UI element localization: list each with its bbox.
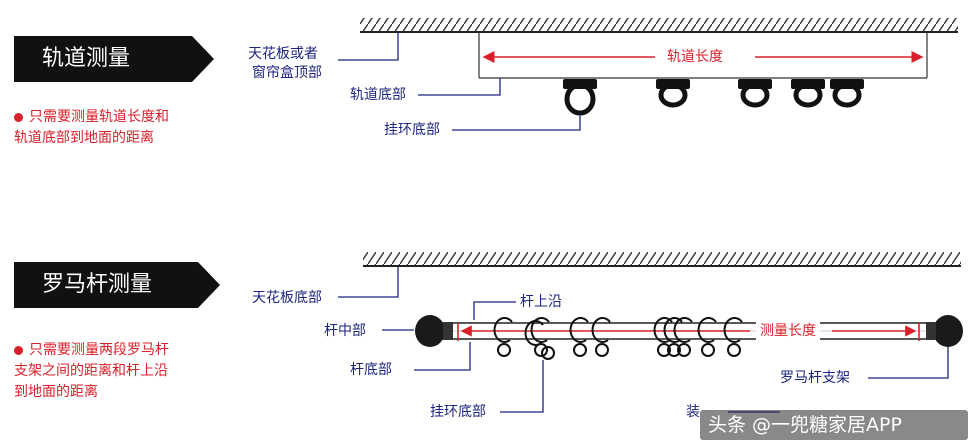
track-note: 只需要测量轨道长度和 轨道底部到地面的距离 bbox=[14, 107, 169, 149]
runner bbox=[830, 79, 864, 108]
runner bbox=[563, 79, 597, 116]
ceiling-2 bbox=[363, 252, 961, 267]
ring bbox=[653, 317, 673, 357]
track-note-line1: 只需要测量轨道长度和 bbox=[29, 109, 169, 125]
rod-note: 只需要测量两段罗马杆 支架之间的距离和杆上沿 到地面的距离 bbox=[14, 340, 169, 403]
runner bbox=[791, 79, 825, 108]
ring bbox=[723, 317, 743, 357]
rod-note-line3: 到地面的距离 bbox=[14, 384, 98, 400]
ring bbox=[524, 320, 555, 360]
label-rod-middle: 杆中部 bbox=[324, 323, 366, 339]
rod-bracket-ticks bbox=[457, 322, 920, 341]
label-rod-top: 杆上沿 bbox=[520, 294, 562, 310]
track-body bbox=[478, 33, 928, 79]
label-hook-bottom: 挂环底部 bbox=[384, 122, 440, 138]
section-title-track: 轨道测量 bbox=[14, 36, 214, 82]
rod-finials bbox=[415, 315, 963, 347]
label-ceiling-line1: 天花板或者 bbox=[248, 46, 318, 62]
label-bracket: 罗马杆支架 bbox=[780, 370, 850, 386]
ring bbox=[591, 317, 611, 357]
rod-note-line1: 只需要测量两段罗马杆 bbox=[29, 342, 169, 358]
bullet-dot bbox=[14, 112, 23, 122]
label-rod-bottom: 杆底部 bbox=[350, 362, 392, 378]
rod-rings bbox=[493, 317, 743, 360]
runner bbox=[656, 79, 690, 108]
bullet-dot bbox=[14, 345, 23, 355]
ring bbox=[663, 317, 683, 357]
watermark: 头条 @一兜糖家居APP bbox=[700, 410, 968, 440]
rod-note-line2: 支架之间的距离和杆上沿 bbox=[14, 363, 168, 379]
label-measure-length: 测量长度 bbox=[756, 322, 820, 340]
label-track-bottom: 轨道底部 bbox=[350, 87, 406, 103]
ceiling-1 bbox=[360, 18, 958, 33]
track-runners bbox=[563, 79, 864, 116]
leader-lines-2 bbox=[338, 267, 949, 413]
section-title-roman-rod: 罗马杆测量 bbox=[14, 262, 220, 308]
label-ring-bottom: 挂环底部 bbox=[430, 404, 486, 420]
leader-lines-1 bbox=[338, 33, 581, 131]
runner bbox=[738, 79, 772, 108]
label-ceiling-bottom: 天花板底部 bbox=[252, 290, 322, 306]
track-note-line2: 轨道底部到地面的距离 bbox=[14, 130, 154, 146]
ring bbox=[569, 317, 589, 357]
label-ceiling-line2: 窗帘盒顶部 bbox=[252, 65, 322, 81]
label-install: 装 bbox=[686, 404, 700, 420]
ring bbox=[493, 317, 513, 357]
ring bbox=[673, 317, 693, 357]
label-track-length: 轨道长度 bbox=[663, 48, 727, 66]
ring bbox=[697, 317, 717, 357]
